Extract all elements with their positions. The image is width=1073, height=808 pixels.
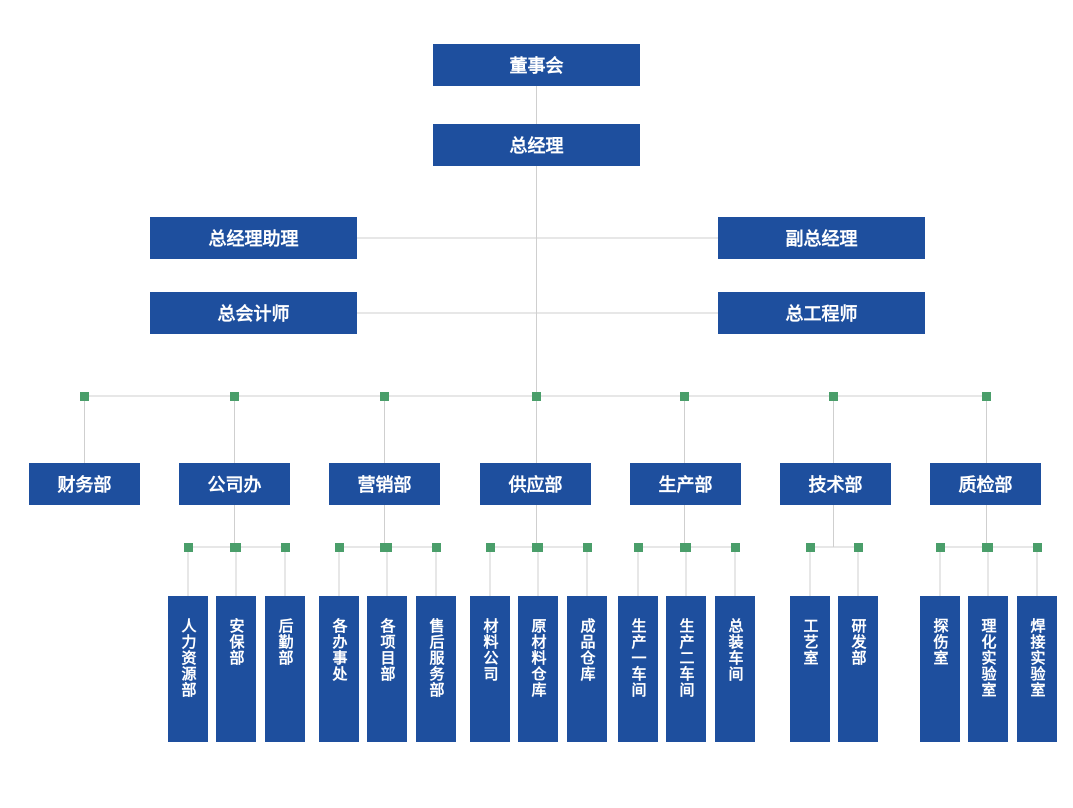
sub-unit-label: 后勤部 <box>276 618 295 666</box>
junction-dot <box>935 542 945 552</box>
sub-unit-box: 后勤部 <box>265 596 305 742</box>
sub-unit-label: 售后服务部 <box>427 618 446 698</box>
dept-box-quality: 质检部 <box>930 463 1041 505</box>
junction-dot <box>380 391 389 401</box>
sub-unit-label: 材料公司 <box>481 618 500 682</box>
dept-box-marketing: 营销部 <box>329 463 440 505</box>
dept-label: 公司办 <box>207 475 262 496</box>
sub-unit-box: 各办事处 <box>319 596 359 742</box>
gm-assistant-box: 总经理助理 <box>150 217 357 259</box>
junction-dot <box>231 542 241 552</box>
dept-box-production: 生产部 <box>630 463 741 505</box>
deputy-gm-label: 副总经理 <box>785 229 858 250</box>
sub-unit-box: 生产一车间 <box>618 596 658 742</box>
sub-unit-label: 各项目部 <box>378 618 397 682</box>
chief-accountant-label: 总会计师 <box>217 304 290 325</box>
junction-dot <box>1032 542 1042 552</box>
sub-unit-label: 各办事处 <box>330 618 349 682</box>
gm-label: 总经理 <box>509 136 564 157</box>
chief-engineer-label: 总工程师 <box>785 304 858 325</box>
sub-unit-box: 成品仓库 <box>567 596 607 742</box>
dept-label: 供应部 <box>508 475 563 496</box>
junction-dot <box>680 391 689 401</box>
junction-dot <box>805 542 815 552</box>
junction-dot <box>485 542 495 552</box>
dept-label: 营销部 <box>357 475 412 496</box>
dept-box-office: 公司办 <box>179 463 290 505</box>
junction-dot <box>80 391 89 401</box>
sub-unit-box: 工艺室 <box>790 596 830 742</box>
sub-unit-box: 各项目部 <box>367 596 407 742</box>
sub-unit-label: 生产一车间 <box>629 618 648 698</box>
sub-unit-label: 安保部 <box>227 618 246 666</box>
deputy-gm-box: 副总经理 <box>718 217 925 259</box>
sub-unit-box: 探伤室 <box>920 596 960 742</box>
sub-unit-label: 工艺室 <box>801 618 820 666</box>
sub-unit-label: 理化实验室 <box>979 618 998 698</box>
sub-unit-label: 原材料仓库 <box>529 618 548 698</box>
dept-label: 质检部 <box>958 475 1013 496</box>
junction-dot <box>982 391 991 401</box>
junction-dot <box>334 542 344 552</box>
sub-unit-box: 原材料仓库 <box>518 596 558 742</box>
sub-unit-label: 探伤室 <box>931 618 950 666</box>
board-box: 董事会 <box>433 44 640 86</box>
sub-unit-box: 安保部 <box>216 596 256 742</box>
chief-engineer-box: 总工程师 <box>718 292 925 334</box>
dept-label: 技术部 <box>808 475 863 496</box>
sub-unit-label: 生产二车间 <box>677 618 696 698</box>
board-label: 董事会 <box>509 56 564 77</box>
junction-dot <box>533 542 543 552</box>
dept-label: 财务部 <box>57 475 112 496</box>
dept-label: 生产部 <box>658 475 713 496</box>
sub-unit-label: 总装车间 <box>726 618 745 682</box>
dept-box-supply: 供应部 <box>480 463 591 505</box>
junction-dot <box>983 542 993 552</box>
sub-unit-label: 成品仓库 <box>578 618 597 682</box>
sub-unit-box: 售后服务部 <box>416 596 456 742</box>
junction-dot <box>230 391 239 401</box>
junction-dot <box>382 542 392 552</box>
junction-dot <box>582 542 592 552</box>
junction-dot <box>853 542 863 552</box>
dept-box-finance: 财务部 <box>29 463 140 505</box>
junction-dot <box>280 542 290 552</box>
junction-dot <box>633 542 643 552</box>
sub-unit-box: 材料公司 <box>470 596 510 742</box>
junction-dot <box>431 542 441 552</box>
junction-dot <box>532 391 541 401</box>
junction-dot <box>183 542 193 552</box>
sub-unit-box: 研发部 <box>838 596 878 742</box>
sub-unit-box: 焊接实验室 <box>1017 596 1057 742</box>
dept-box-technology: 技术部 <box>780 463 891 505</box>
gm-assistant-label: 总经理助理 <box>208 229 299 250</box>
junction-dot <box>829 391 838 401</box>
sub-unit-box: 理化实验室 <box>968 596 1008 742</box>
sub-unit-label: 研发部 <box>849 618 868 666</box>
sub-unit-label: 人力资源部 <box>179 618 198 698</box>
sub-unit-box: 总装车间 <box>715 596 755 742</box>
junction-dot <box>730 542 740 552</box>
junction-dot <box>681 542 691 552</box>
sub-unit-box: 生产二车间 <box>666 596 706 742</box>
gm-box: 总经理 <box>433 124 640 166</box>
sub-unit-box: 人力资源部 <box>168 596 208 742</box>
chief-accountant-box: 总会计师 <box>150 292 357 334</box>
sub-unit-label: 焊接实验室 <box>1028 618 1047 698</box>
